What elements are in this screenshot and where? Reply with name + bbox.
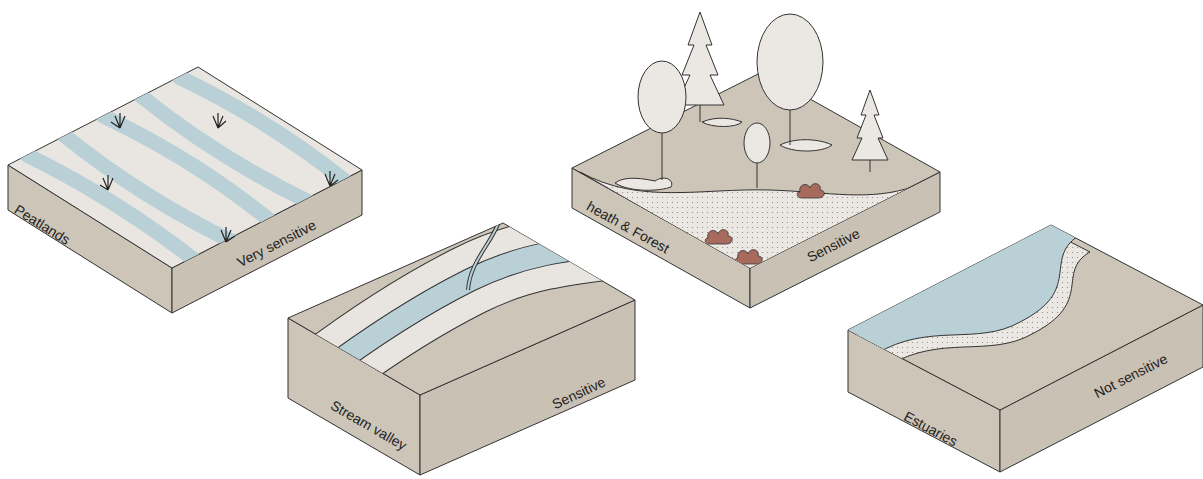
block-outline	[846, 223, 1203, 474]
block-top-face	[8, 67, 362, 268]
block-top-face	[848, 225, 1203, 410]
landscape-block: Stream valleySensitive	[286, 221, 637, 477]
landscape-block: heath & ForestSensitive	[570, 70, 942, 310]
block-outline	[570, 70, 942, 310]
pine-tree	[676, 12, 724, 105]
block-outline	[6, 65, 364, 315]
landscape-block: PeatlandsVery sensitive	[6, 65, 364, 315]
block-top-face	[288, 223, 635, 395]
block-outline	[286, 221, 637, 477]
landscape-block: EstuariesNot sensitive	[846, 223, 1203, 474]
block-top-face	[572, 72, 940, 268]
